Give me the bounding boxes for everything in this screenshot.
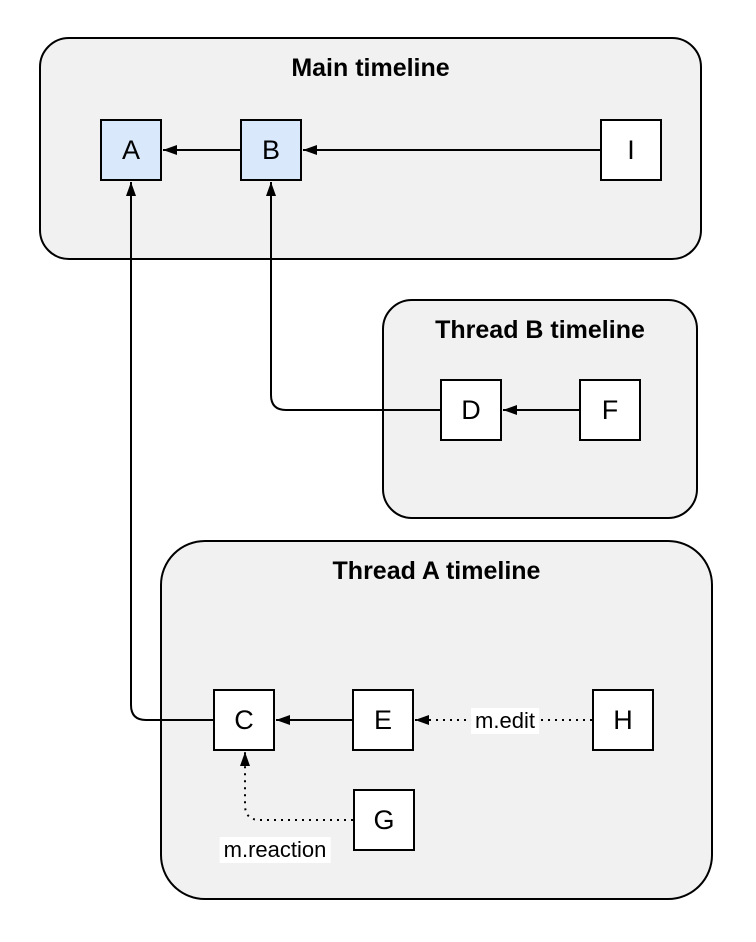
group-thread-b-timeline: Thread B timeline <box>382 299 698 519</box>
group-thread-b-timeline-title: Thread B timeline <box>435 316 645 344</box>
node-event-g: G <box>353 789 415 851</box>
node-event-c: C <box>213 689 275 751</box>
node-event-b: B <box>240 119 302 181</box>
node-event-f: F <box>579 379 641 441</box>
edge-label-m-edit: m.edit <box>471 708 539 734</box>
node-event-h: H <box>592 689 654 751</box>
edge-label-m-reaction: m.reaction <box>219 837 331 863</box>
group-thread-a-timeline-title: Thread A timeline <box>332 557 541 585</box>
node-event-d: D <box>440 379 502 441</box>
node-event-e: E <box>352 689 414 751</box>
node-event-a: A <box>100 119 162 181</box>
group-main-timeline-title: Main timeline <box>291 54 450 82</box>
node-event-i: I <box>600 119 662 181</box>
